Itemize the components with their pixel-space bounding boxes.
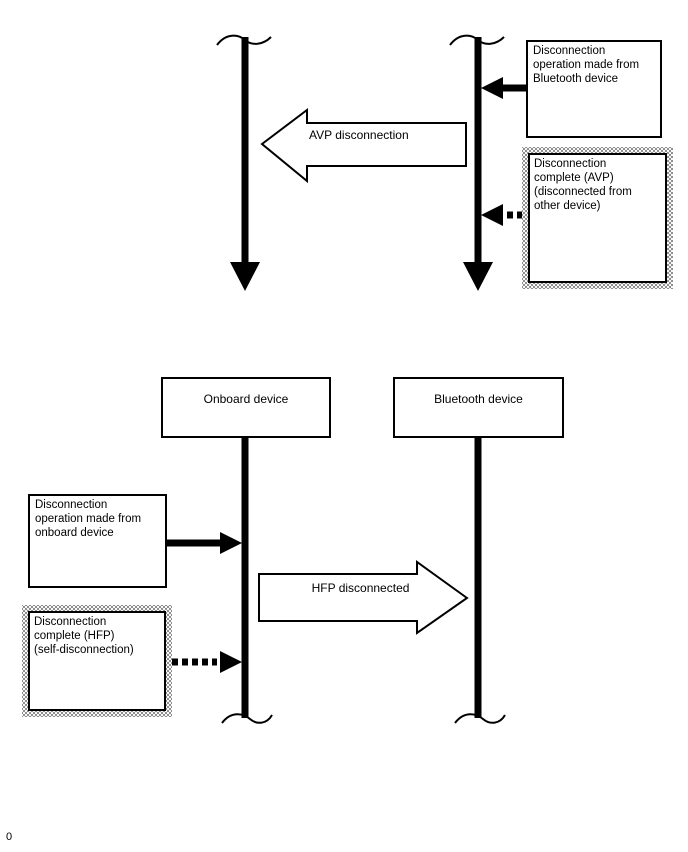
avp-operation-arrowhead-icon xyxy=(481,77,503,99)
hfp-onboard-device-header-box: Onboard device xyxy=(161,377,331,438)
hfp-complete-arrowhead-icon xyxy=(220,651,242,673)
hfp-onboard-lifeline-break-icon xyxy=(221,713,273,724)
avp-onboard-lifeline-arrowhead-icon xyxy=(230,262,260,291)
hfp-bluetooth-device-header-box: Bluetooth device xyxy=(393,377,564,438)
avp-operation-callout: Disconnection operation made from Blueto… xyxy=(526,40,662,138)
page-marker: 0 xyxy=(6,831,13,843)
hfp-complete-callout-text: Disconnection complete (HFP) (self-disco… xyxy=(28,611,166,711)
avp-disconnection-block-arrow xyxy=(260,107,467,184)
hfp-operation-arrowhead-icon xyxy=(220,532,242,554)
avp-sequence-lines xyxy=(216,34,526,291)
avp-complete-arrowhead-icon xyxy=(481,204,503,226)
hfp-disconnected-block-arrow xyxy=(258,560,469,635)
hfp-sequence-lines xyxy=(167,438,506,724)
hfp-complete-callout: Disconnection complete (HFP) (self-disco… xyxy=(22,605,172,717)
hfp-operation-callout: Disconnection operation made from onboar… xyxy=(28,494,167,588)
hfp-bluetooth-lifeline-break-icon xyxy=(454,713,506,724)
avp-complete-callout-text: Disconnection complete (AVP) (disconnect… xyxy=(528,153,667,283)
avp-bluetooth-lifeline-arrowhead-icon xyxy=(463,262,493,291)
hfp-block-arrow-label: HFP disconnected xyxy=(311,581,410,595)
avp-complete-callout: Disconnection complete (AVP) (disconnect… xyxy=(522,147,673,289)
avp-block-arrow-label: AVP disconnection xyxy=(309,128,409,142)
